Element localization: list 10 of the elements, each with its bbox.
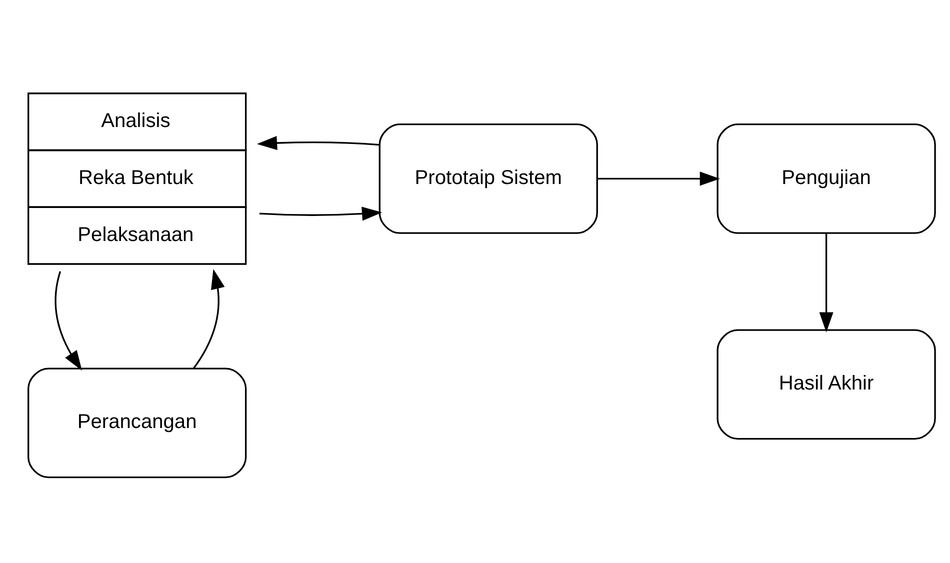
node-box: Prototaip Sistem	[378, 123, 598, 234]
node-box: Perancangan	[28, 367, 247, 478]
node-box: Hasil Akhir	[716, 328, 936, 440]
node-box: Pengujian	[716, 123, 936, 234]
arrow	[819, 233, 834, 332]
arrow	[597, 171, 720, 186]
arrow	[259, 206, 382, 220]
arrow	[54, 270, 82, 370]
arrow	[192, 268, 225, 369]
arrow	[256, 135, 380, 150]
